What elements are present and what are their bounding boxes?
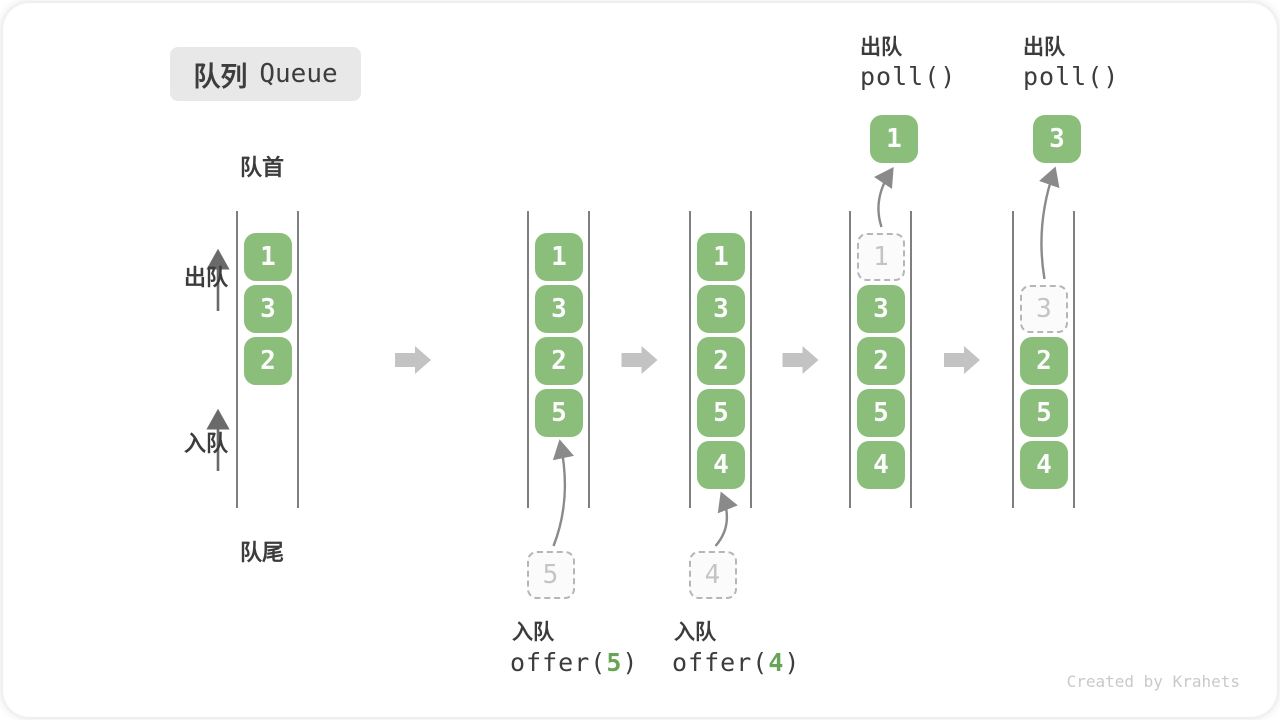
title-badge: 队列 Queue — [170, 47, 361, 101]
queue-cell: 3 — [697, 285, 745, 333]
queue-cell: 2 — [857, 337, 905, 385]
queue-cell: 2 — [535, 337, 583, 385]
enqueue-op-label: 入队 — [512, 620, 554, 644]
queue-cell: 4 — [697, 441, 745, 489]
queue-cell: 2 — [244, 337, 292, 385]
queue-cell: 5 — [1020, 389, 1068, 437]
dequeued-cell: 1 — [870, 115, 918, 163]
queue-cell-ghost: 1 — [857, 233, 905, 281]
queue-cell: 5 — [857, 389, 905, 437]
dequeue-op-label: 出队 — [860, 35, 902, 59]
enqueue-op-code: offer(5) — [510, 648, 639, 677]
enqueue-ghost-cell: 5 — [526, 551, 575, 599]
dequeue-op-code: poll() — [860, 62, 957, 91]
watermark: Created by Krahets — [1066, 672, 1240, 691]
queue-cell: 3 — [244, 285, 292, 333]
enqueue-arg: 5 — [606, 648, 623, 677]
dequeue-op-label: 出队 — [1023, 35, 1065, 59]
enqueue-arg: 4 — [768, 648, 785, 677]
enqueue-side-label: 入队 — [184, 432, 229, 457]
queue-cell: 1 — [535, 233, 583, 281]
queue-front-label: 队首 — [240, 156, 285, 181]
enqueue-ghost-cell: 4 — [688, 551, 737, 599]
dequeued-cell: 3 — [1033, 115, 1081, 163]
queue-cell: 1 — [697, 233, 745, 281]
dequeue-op-code: poll() — [1023, 62, 1120, 91]
queue-rear-label: 队尾 — [240, 541, 285, 566]
enqueue-op-code: offer(4) — [672, 648, 801, 677]
queue-cell: 3 — [857, 285, 905, 333]
title-zh: 队列 — [193, 61, 248, 93]
queue-cell: 4 — [857, 441, 905, 489]
queue-cell: 2 — [697, 337, 745, 385]
queue-cell: 2 — [1020, 337, 1068, 385]
queue-cell: 5 — [697, 389, 745, 437]
enqueue-op-label: 入队 — [674, 620, 716, 644]
queue-cell: 4 — [1020, 441, 1068, 489]
queue-cell: 1 — [244, 233, 292, 281]
title-en: Queue — [259, 59, 338, 89]
queue-cell-ghost: 3 — [1020, 285, 1068, 333]
queue-cell: 3 — [535, 285, 583, 333]
queue-cell: 5 — [535, 389, 583, 437]
dequeue-side-label: 出队 — [184, 266, 229, 291]
